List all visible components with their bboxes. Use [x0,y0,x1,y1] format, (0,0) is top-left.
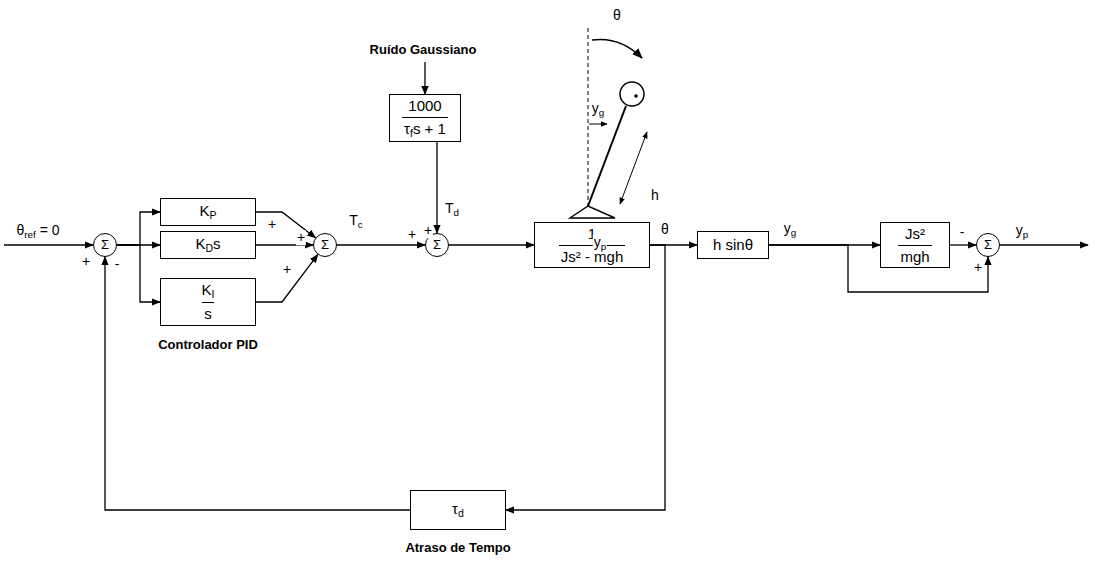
delay-title: Atraso de Tempo [404,541,511,555]
block-text: h sinθ [711,236,755,253]
sign: + [296,230,306,245]
center-of-mass [634,94,638,98]
derivative-gain-box: KDs [160,231,256,258]
noise-input-wire [424,62,425,94]
kinematics-box: h sinθ [697,231,769,259]
yg-dimension [589,124,607,125]
proportional-gain-box: KP [160,198,256,225]
sign: + [267,217,277,232]
sign: + [81,254,91,269]
block-text: τfs + 1 [402,117,448,139]
sign: + [973,260,983,275]
time-delay-box: τd [410,490,506,530]
dimension-name: h [650,188,660,203]
integral-gain-box: KI s [160,278,256,325]
controller-title: Controlador PID [157,338,259,352]
summing-junction: Σ [976,233,1000,257]
summing-junction: Σ [93,233,117,257]
block-text: KDs [193,235,222,254]
sum-symbol: Σ [101,238,109,253]
dimension-name: yg [591,101,605,119]
signal-connector [506,245,665,510]
block-text: 1000 [406,97,443,114]
signal-name: θ [660,222,670,237]
reference-label: θref = 0 [16,223,61,241]
h-dimension [620,132,647,204]
transfer-box: Js² mgh [880,222,950,268]
signal-name: yp [1015,223,1029,241]
signal-name: yg [783,221,797,239]
noise-title: Ruído Gaussiano [369,43,478,57]
signal-connector [769,245,988,292]
noise-filter-box: 1000 τfs + 1 [389,94,461,141]
pendulum-head [620,82,644,106]
reference-input-wire [4,244,93,245]
vertical-reference [588,28,589,206]
block-text: Js² [903,225,927,242]
sum-symbol: Σ [984,238,992,253]
signal-connector [105,257,410,510]
signal-connector [256,212,315,238]
summing-junction: Σ [313,233,337,257]
signal-connector [337,244,425,245]
foot [570,206,615,218]
sum-symbol: Σ [433,238,441,253]
angle-name: θ [612,8,622,23]
block-text: mgh [898,245,931,265]
block-text: KP [197,202,218,221]
signal-connector [449,244,534,245]
block-text: s [202,302,214,322]
block-text: KI [200,281,217,300]
signal-connector [950,244,976,245]
theta-arc [592,39,642,58]
signal-connector [117,245,160,302]
sign: - [114,257,121,272]
output-wire [1000,244,1088,245]
sum-symbol: Σ [321,238,329,253]
sign: + [407,227,417,242]
sign: + [282,262,292,277]
signal-connector [117,212,160,245]
block-text: τd [450,500,466,519]
signal-connector [436,142,437,233]
sign: + [423,223,433,238]
sign: - [959,225,966,240]
signal-name: Tc [348,213,363,231]
pendulum-leg [588,106,626,206]
signal-name: Td [444,201,460,219]
dimension-name: yp [593,235,607,253]
signal-connector [256,255,318,302]
